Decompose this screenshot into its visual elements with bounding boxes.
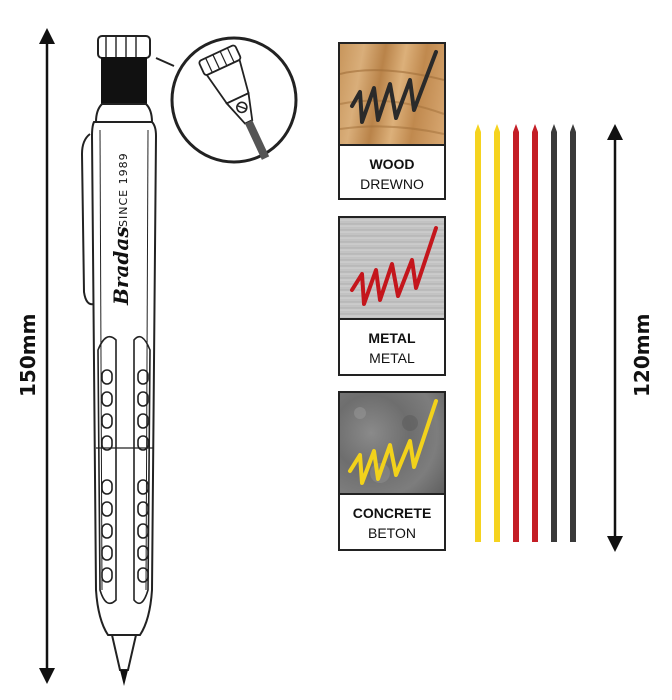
lead-length-label: 120mm bbox=[630, 313, 654, 397]
lead-4 bbox=[532, 124, 538, 542]
material-translation: BETON bbox=[368, 525, 416, 541]
lead-6 bbox=[570, 124, 576, 542]
material-card-metal: METAL METAL bbox=[338, 216, 446, 376]
concrete-scribble-stroke bbox=[348, 399, 438, 485]
material-card-wood: WOOD DREWNO bbox=[338, 42, 446, 200]
material-card-concrete: CONCRETE BETON bbox=[338, 391, 446, 551]
metal-texture bbox=[340, 218, 444, 320]
metal-scribble-stroke bbox=[350, 226, 438, 306]
brand-text-group: Bradas SINCE 1989 bbox=[105, 135, 145, 305]
concrete-texture bbox=[340, 393, 444, 495]
pencil-length-label: 150mm bbox=[16, 313, 40, 397]
material-name: WOOD bbox=[369, 156, 415, 172]
wood-texture bbox=[340, 44, 444, 146]
material-name: CONCRETE bbox=[352, 505, 432, 521]
replacement-leads bbox=[475, 124, 576, 542]
lead-length-dimension-arrow bbox=[607, 124, 623, 552]
material-translation: METAL bbox=[369, 350, 415, 366]
material-name: METAL bbox=[368, 330, 416, 346]
lead-5 bbox=[551, 124, 557, 542]
lead-2 bbox=[494, 124, 500, 542]
brand-tagline: SINCE 1989 bbox=[117, 152, 130, 227]
lead-3 bbox=[513, 124, 519, 542]
pencil-length-dimension-arrow bbox=[39, 28, 55, 684]
sharpener-detail-magnifier bbox=[155, 36, 298, 164]
lead-1 bbox=[475, 124, 481, 542]
brand-logo: Bradas bbox=[109, 226, 133, 305]
wood-scribble-stroke bbox=[350, 50, 438, 124]
carpenter-pencil-illustration bbox=[80, 35, 158, 686]
material-translation: DREWNO bbox=[360, 176, 424, 192]
